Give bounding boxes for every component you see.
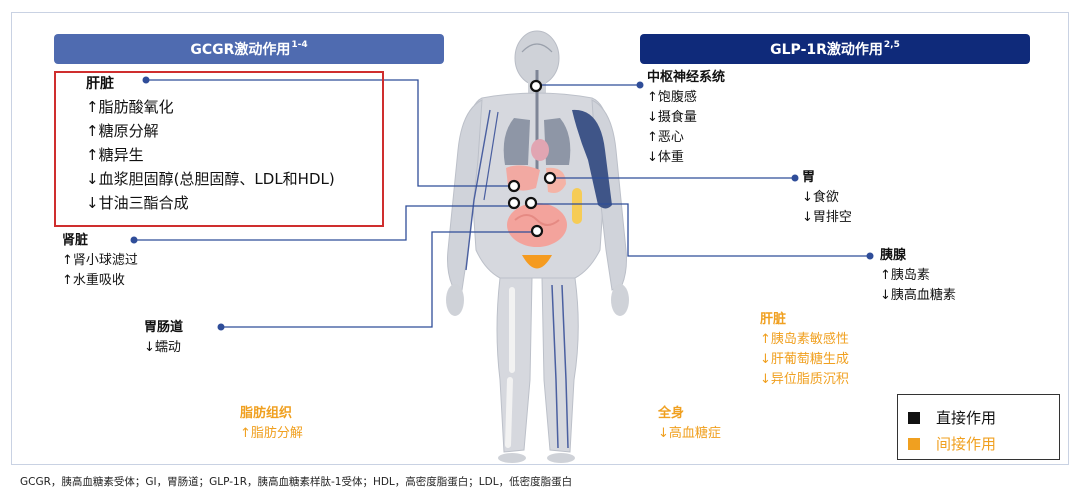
liver-indirect-effects: 肝脏 ↑胰岛素敏感性 ↓肝葡萄糖生成 ↓异位脂质沉积 (760, 310, 849, 390)
stomach-effects: 胃 ↓食欲 ↓胃排空 (802, 168, 852, 228)
organ-markers (507, 79, 557, 238)
connector-lines (134, 79, 870, 328)
stomach-title: 胃 (802, 170, 816, 185)
liver-effect-item: ↓甘油三酯合成 (86, 194, 189, 212)
pancreas-effects: 胰腺 ↑胰岛素 ↓胰高血糖素 (880, 246, 956, 306)
liver-indirect-item: ↓肝葡萄糖生成 (760, 352, 849, 367)
cns-title: 中枢神经系统 (647, 70, 726, 85)
whole-body-effect-item: ↓高血糖症 (658, 426, 721, 441)
liver-effect-item: ↑糖原分解 (86, 122, 159, 140)
kidney-effect-item: ↑肾小球滤过 (62, 253, 138, 268)
kidney-effect-item: ↑水重吸收 (62, 273, 125, 288)
cns-effect-item: ↑恶心 (647, 130, 684, 145)
liver-indirect-title: 肝脏 (760, 312, 787, 327)
adipose-effects: 脂肪组织 ↑脂肪分解 (240, 404, 303, 444)
pancreas-effect-item: ↓胰高血糖素 (880, 288, 956, 303)
gcgr-banner-text: GCGR激动作用 (190, 42, 291, 58)
adipose-effect-item: ↑脂肪分解 (240, 426, 303, 441)
whole-body-effects: 全身 ↓高血糖症 (658, 404, 721, 444)
whole-body-title: 全身 (658, 406, 685, 421)
liver-effect-item: ↑脂肪酸氧化 (86, 98, 174, 116)
endpoint-dots (130, 76, 874, 331)
abbreviation-footnote: GCGR，胰高血糖素受体；GI，胃肠道；GLP-1R，胰高血糖素样肽-1受体；H… (20, 476, 573, 488)
liver-title: 肝脏 (86, 76, 114, 92)
gcgr-banner-ref: 1-4 (291, 40, 308, 50)
legend: 直接作用 间接作用 (897, 394, 1060, 460)
legend-indirect: 间接作用 (908, 433, 996, 454)
liver-indirect-item: ↑胰岛素敏感性 (760, 332, 849, 347)
legend-indirect-swatch (908, 437, 920, 450)
pancreas-title: 胰腺 (880, 248, 907, 263)
glp1r-banner-text: GLP-1R激动作用 (770, 42, 883, 58)
cns-effect-item: ↑饱腹感 (647, 90, 697, 105)
legend-indirect-label: 间接作用 (936, 435, 997, 453)
legend-direct-label: 直接作用 (936, 409, 997, 427)
human-silhouette (446, 30, 629, 463)
cns-effect-item: ↓摄食量 (647, 110, 697, 125)
legend-direct: 直接作用 (908, 407, 996, 428)
pancreas-effect-item: ↑胰岛素 (880, 268, 930, 283)
stomach-effect-item: ↓胃排空 (802, 210, 852, 225)
kidney-title: 肾脏 (62, 233, 89, 248)
liver-direct-effects: 肝脏 ↑脂肪酸氧化 ↑糖原分解 ↑糖异生 ↓血浆胆固醇(总胆固醇、LDL和HDL… (86, 73, 335, 215)
liver-highlight-box (54, 71, 384, 227)
adipose-title: 脂肪组织 (240, 406, 293, 421)
liver-indirect-item: ↓异位脂质沉积 (760, 372, 849, 387)
glp1r-banner-ref: 2,5 (883, 40, 900, 50)
liver-effect-item: ↑糖异生 (86, 146, 144, 164)
gi-effect-item: ↓蠕动 (144, 340, 181, 355)
gi-effects: 胃肠道 ↓蠕动 (144, 318, 183, 358)
cns-effects: 中枢神经系统 ↑饱腹感 ↓摄食量 ↑恶心 ↓体重 (647, 68, 725, 168)
liver-effect-item: ↓血浆胆固醇(总胆固醇、LDL和HDL) (86, 170, 335, 188)
gi-title: 胃肠道 (144, 320, 184, 335)
cns-effect-item: ↓体重 (647, 150, 684, 165)
kidney-effects: 肾脏 ↑肾小球滤过 ↑水重吸收 (62, 231, 138, 291)
legend-direct-swatch (908, 411, 920, 424)
stomach-effect-item: ↓食欲 (802, 190, 839, 205)
figure-frame (11, 12, 1069, 465)
